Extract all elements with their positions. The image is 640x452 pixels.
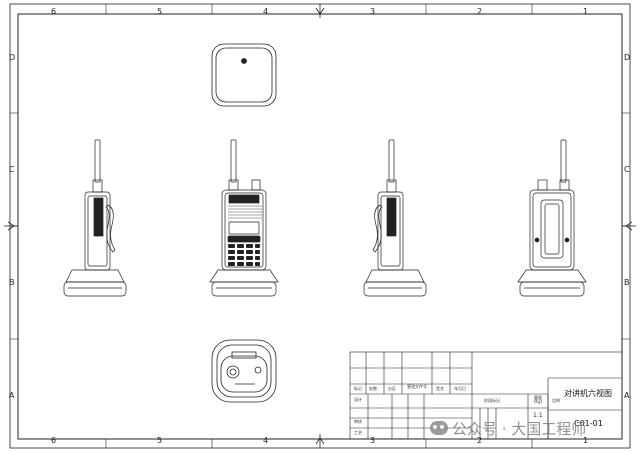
zone-col-label-bottom: 5 — [157, 436, 163, 445]
zone-row-label-left: C — [9, 165, 15, 174]
zone-row-label-right: A — [624, 391, 630, 400]
zone-col-label-bottom: 3 — [370, 436, 376, 445]
zone-col-label-bottom: 4 — [263, 436, 269, 445]
zone-row-label-right: C — [624, 165, 630, 174]
watermark-text: 公众号 · 大国工程师 — [452, 419, 587, 438]
drawing-title: 对讲机六视图 — [564, 389, 612, 398]
top-view — [211, 43, 277, 107]
bottom-view — [211, 339, 277, 403]
zone-col-label-bottom: 6 — [51, 436, 57, 445]
zone-row-label-right: D — [624, 53, 631, 62]
inner-border — [17, 13, 623, 440]
tb-header-cell: 年月日 — [454, 386, 466, 391]
left-side-view — [63, 139, 127, 297]
tb-header-cell: 分区 — [388, 386, 396, 391]
zone-col-label-top: 1 — [583, 7, 589, 16]
tb-row-label: 审核 — [354, 419, 362, 424]
watermark: 公众号 · 大国工程师 — [430, 418, 630, 438]
tb-stage-label: 阶段标记 — [484, 398, 500, 403]
zone-col-label-top: 2 — [477, 7, 483, 16]
zone-col-label-top: 3 — [370, 7, 376, 16]
tb-scale-value: 1:1 — [533, 412, 543, 419]
tb-row-label: 工艺 — [354, 430, 362, 435]
tb-row-label: 设计 — [354, 397, 362, 402]
wechat-icon — [430, 421, 448, 435]
tb-header-cell: 标记 — [354, 386, 362, 391]
centering-marks — [4, 4, 636, 448]
tb-header-cell: 签名 — [436, 386, 444, 391]
tb-weight-label: 重量(Kg) — [533, 395, 543, 404]
front-view — [209, 139, 279, 297]
zone-col-label-bottom: 1 — [583, 436, 589, 445]
zone-row-label-left: B — [9, 278, 15, 287]
tb-header-cell: 更改文件号 — [407, 384, 427, 389]
right-side-view — [363, 139, 427, 297]
tb-scale-label: 比例 — [552, 398, 560, 403]
drawing-number: C01-01 — [574, 419, 603, 428]
zone-col-label-bottom: 2 — [477, 436, 483, 445]
zone-row-label-left: D — [9, 53, 16, 62]
zone-row-label-left: A — [9, 391, 15, 400]
title-block — [349, 351, 623, 440]
zone-col-label-top: 4 — [263, 7, 269, 16]
zone-row-label-right: B — [624, 278, 630, 287]
zone-col-label-top: 6 — [51, 7, 57, 16]
zone-col-label-top: 5 — [157, 7, 163, 16]
back-view — [517, 139, 587, 297]
tb-header-cell: 处数 — [369, 386, 377, 391]
